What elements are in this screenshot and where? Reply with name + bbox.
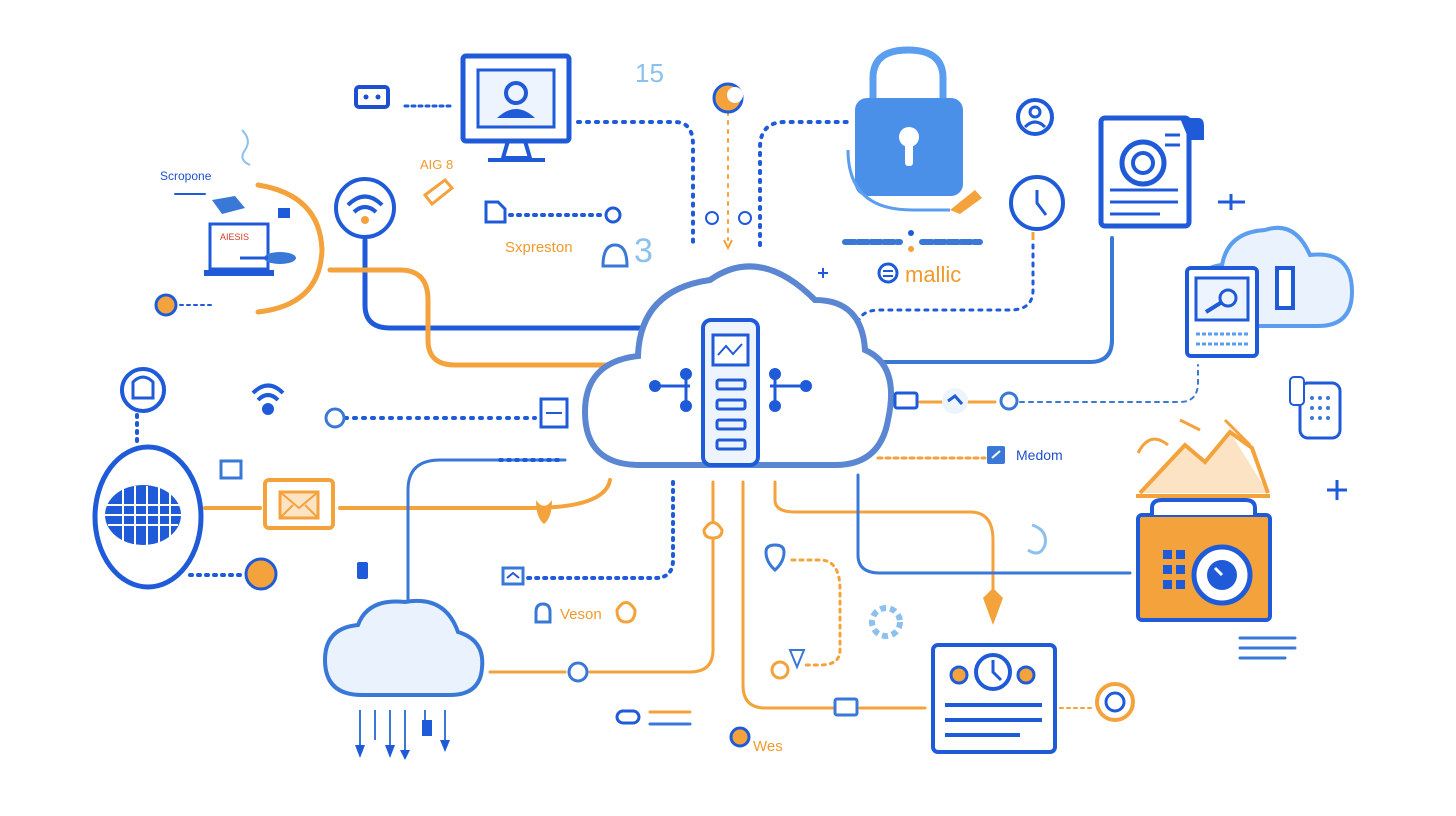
envelope-icon [219,459,552,530]
doc-icon [484,200,507,224]
label-session-glyph: 3 [634,232,653,270]
ring-icon [869,605,903,639]
monitor-user-icon [460,53,572,162]
connector-laptop-cloud [327,267,643,368]
connector-right-status [1019,364,1199,403]
pill-icon [615,709,641,725]
label-session: Sxpreston [505,239,573,256]
orange-folder-gauge-icon [1136,480,1347,622]
arrow-chip-icon [422,177,455,207]
mallic-icon [877,262,899,284]
dashboard-panel-icon [931,588,1135,754]
face-badge-icon [354,85,390,109]
connector-clock-cloud [856,243,1035,324]
wifi-small-icon [251,383,285,415]
padlock-icon [846,46,982,214]
label-laptop-screen: AIESIS [220,232,250,242]
bell-icon [601,243,629,268]
globe-shield-icon [92,367,278,591]
node-chain-icon [705,211,719,225]
chart-chip-icon [501,566,525,586]
gear-icon [729,726,751,748]
laptop-token-icon [154,293,178,317]
label-scope: Scropone [160,169,212,183]
node-left-icon [324,407,346,429]
bottle-icon [357,562,368,579]
connector-lock-cloud [758,120,852,247]
label-mallic: mallic [905,262,962,287]
label-medom: Medom [1016,447,1063,463]
label-alg: AIG 8 [420,157,454,172]
connector-cloud-bottom-orange2 [741,480,837,710]
connector-rain-cloud [406,458,567,602]
small-icons [241,82,1047,748]
camera-document-icon [1098,115,1245,229]
connector-cloud-down-left [526,480,675,580]
pin-icon [764,543,786,573]
label-wes: Wes [753,738,783,755]
mountain-chart-icon [1136,418,1270,498]
connector-monitor-cloud [576,120,695,247]
label-top-number: 15 [635,58,664,88]
connector-camera-cloud [870,236,1114,364]
swirl-icon [1027,523,1047,555]
cloud-tablet-icon [1185,225,1355,358]
laptop-arc [255,182,325,315]
user-circle-icon [1016,98,1054,136]
connector-wifi-cloud [362,237,643,331]
right-lines [1238,636,1297,660]
status-chip-icon [893,391,919,410]
clock-icon [1009,175,1065,240]
keypad-device-icon [1289,376,1342,440]
connector-dashboard [773,480,995,600]
connector-lines [135,104,1297,726]
label-veson: Veson [560,606,602,623]
connector-envelope [203,478,612,510]
rain-cloud-icon [322,598,485,760]
connector-pin-wave [790,558,842,667]
cloud-server-icon [581,263,894,468]
connector-cloud-bottom-orange [588,480,715,674]
connector-folder [856,473,1132,575]
veson-lock-icon [534,602,552,624]
laptop-icon [204,196,296,276]
wifi-icon [334,177,396,239]
